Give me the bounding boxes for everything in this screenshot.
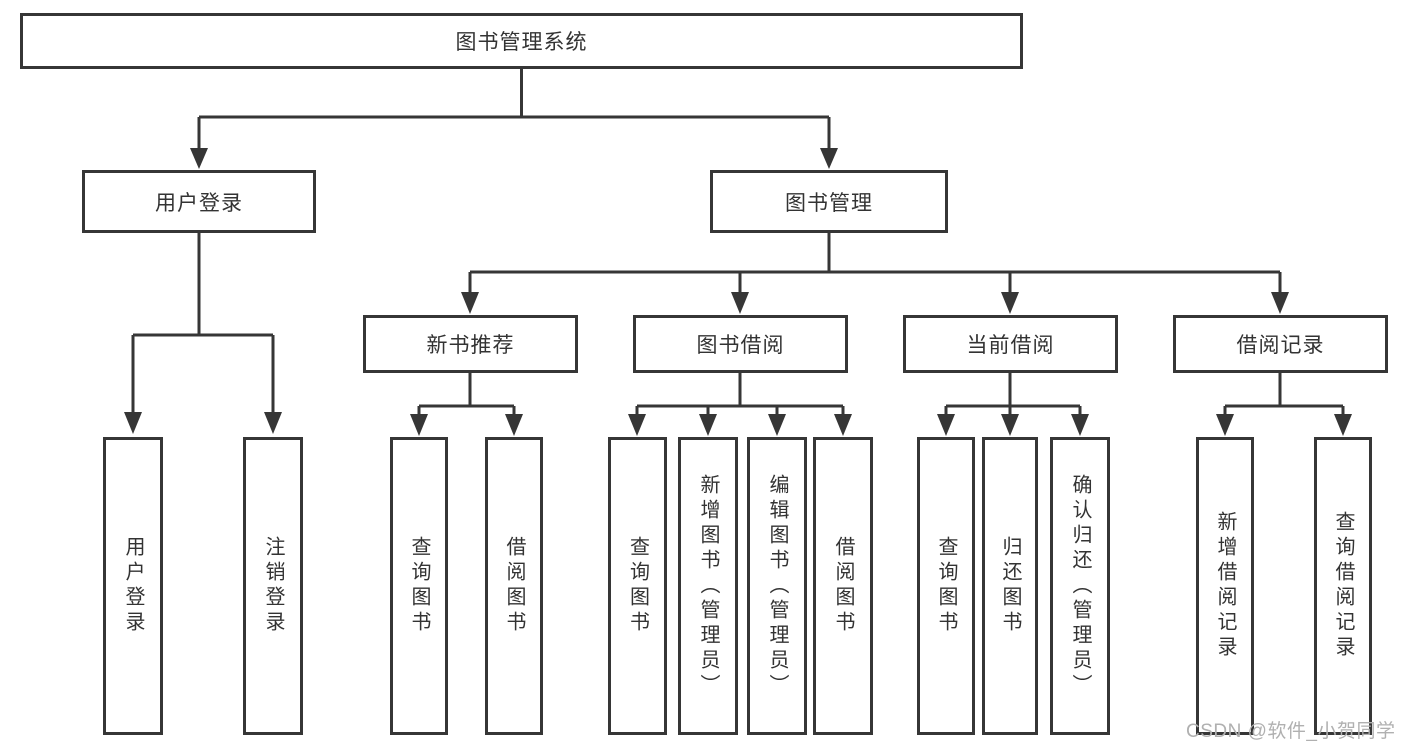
leaf-confirm-return-admin-label: 确认归还（管理员） xyxy=(1069,473,1091,699)
node-new-book-recommend-label: 新书推荐 xyxy=(426,334,515,357)
connector-book-borrowing-to-leaves xyxy=(628,373,852,436)
arrow-down-icon xyxy=(1001,292,1019,314)
leaf-add-borrow-record-label: 新增借阅记录 xyxy=(1214,511,1236,661)
leaf-user-login: 用户登录 xyxy=(103,437,163,735)
leaf-query-books-borrowing: 查询图书 xyxy=(608,437,667,735)
arrow-down-icon xyxy=(768,414,786,436)
arrow-down-icon xyxy=(937,414,955,436)
leaf-borrow-books-recommend-label: 借阅图书 xyxy=(503,536,525,636)
connector-book-management-to-level3 xyxy=(461,233,1289,314)
arrow-down-icon xyxy=(1071,414,1089,436)
arrow-down-icon xyxy=(124,412,142,434)
leaf-edit-books-admin: 编辑图书（管理员） xyxy=(747,437,807,735)
leaf-edit-books-admin-label: 编辑图书（管理员） xyxy=(766,473,788,699)
arrow-down-icon xyxy=(1001,414,1019,436)
leaf-query-books-current: 查询图书 xyxy=(917,437,975,735)
leaf-logout: 注销登录 xyxy=(243,437,303,735)
arrow-down-icon xyxy=(1334,414,1352,436)
connector-current-borrowing-to-leaves xyxy=(937,373,1089,436)
node-root-label: 图书管理系统 xyxy=(455,31,588,54)
arrow-down-icon xyxy=(264,412,282,434)
leaf-borrow-books-borrowing: 借阅图书 xyxy=(813,437,873,735)
leaf-query-books-borrowing-label: 查询图书 xyxy=(626,536,649,636)
node-borrowing-records-label: 借阅记录 xyxy=(1236,334,1325,357)
arrow-down-icon xyxy=(820,148,838,169)
arrow-down-icon xyxy=(834,414,852,436)
leaf-logout-label: 注销登录 xyxy=(262,536,284,636)
leaf-query-books-recommend: 查询图书 xyxy=(390,437,448,735)
leaf-confirm-return-admin: 确认归还（管理员） xyxy=(1050,437,1110,735)
node-book-borrowing: 图书借阅 xyxy=(633,315,848,373)
leaf-add-books-admin-label: 新增图书（管理员） xyxy=(697,473,719,699)
arrow-down-icon xyxy=(699,414,717,436)
node-borrowing-records: 借阅记录 xyxy=(1173,315,1388,373)
leaf-query-books-current-label: 查询图书 xyxy=(935,536,957,636)
node-current-borrowing-label: 当前借阅 xyxy=(966,334,1055,357)
arrow-down-icon xyxy=(461,292,479,314)
node-user-login: 用户登录 xyxy=(82,170,316,233)
leaf-add-books-admin: 新增图书（管理员） xyxy=(678,437,738,735)
arrow-down-icon xyxy=(410,414,428,436)
leaf-query-books-recommend-label: 查询图书 xyxy=(408,536,430,636)
connector-new-book-recommend-to-leaves xyxy=(410,373,523,436)
node-book-management: 图书管理 xyxy=(710,170,948,233)
node-root: 图书管理系统 xyxy=(20,13,1023,69)
arrow-down-icon xyxy=(731,292,749,314)
arrow-down-icon xyxy=(505,414,523,436)
node-current-borrowing: 当前借阅 xyxy=(903,315,1118,373)
node-user-login-label: 用户登录 xyxy=(155,191,243,215)
connector-borrowing-records-to-leaves xyxy=(1216,373,1352,436)
node-book-borrowing-label: 图书借阅 xyxy=(696,334,785,357)
leaf-return-books-label: 归还图书 xyxy=(999,536,1021,636)
node-new-book-recommend: 新书推荐 xyxy=(363,315,578,373)
arrow-down-icon xyxy=(628,414,646,436)
leaf-return-books: 归还图书 xyxy=(982,437,1038,735)
leaf-query-borrow-record-label: 查询借阅记录 xyxy=(1332,511,1354,661)
leaf-query-borrow-record: 查询借阅记录 xyxy=(1314,437,1372,735)
leaf-add-borrow-record: 新增借阅记录 xyxy=(1196,437,1254,735)
leaf-user-login-label: 用户登录 xyxy=(122,536,144,636)
leaf-borrow-books-borrowing-label: 借阅图书 xyxy=(832,536,854,636)
arrow-down-icon xyxy=(1216,414,1234,436)
arrow-down-icon xyxy=(1271,292,1289,314)
node-book-management-label: 图书管理 xyxy=(785,191,873,215)
csdn-watermark: CSDN @软件_小贺同学 xyxy=(1186,721,1396,742)
leaf-borrow-books-recommend: 借阅图书 xyxy=(485,437,543,735)
connector-user-login-to-leaves xyxy=(124,233,282,434)
connector-root-to-level2 xyxy=(190,69,838,169)
arrow-down-icon xyxy=(190,148,208,169)
